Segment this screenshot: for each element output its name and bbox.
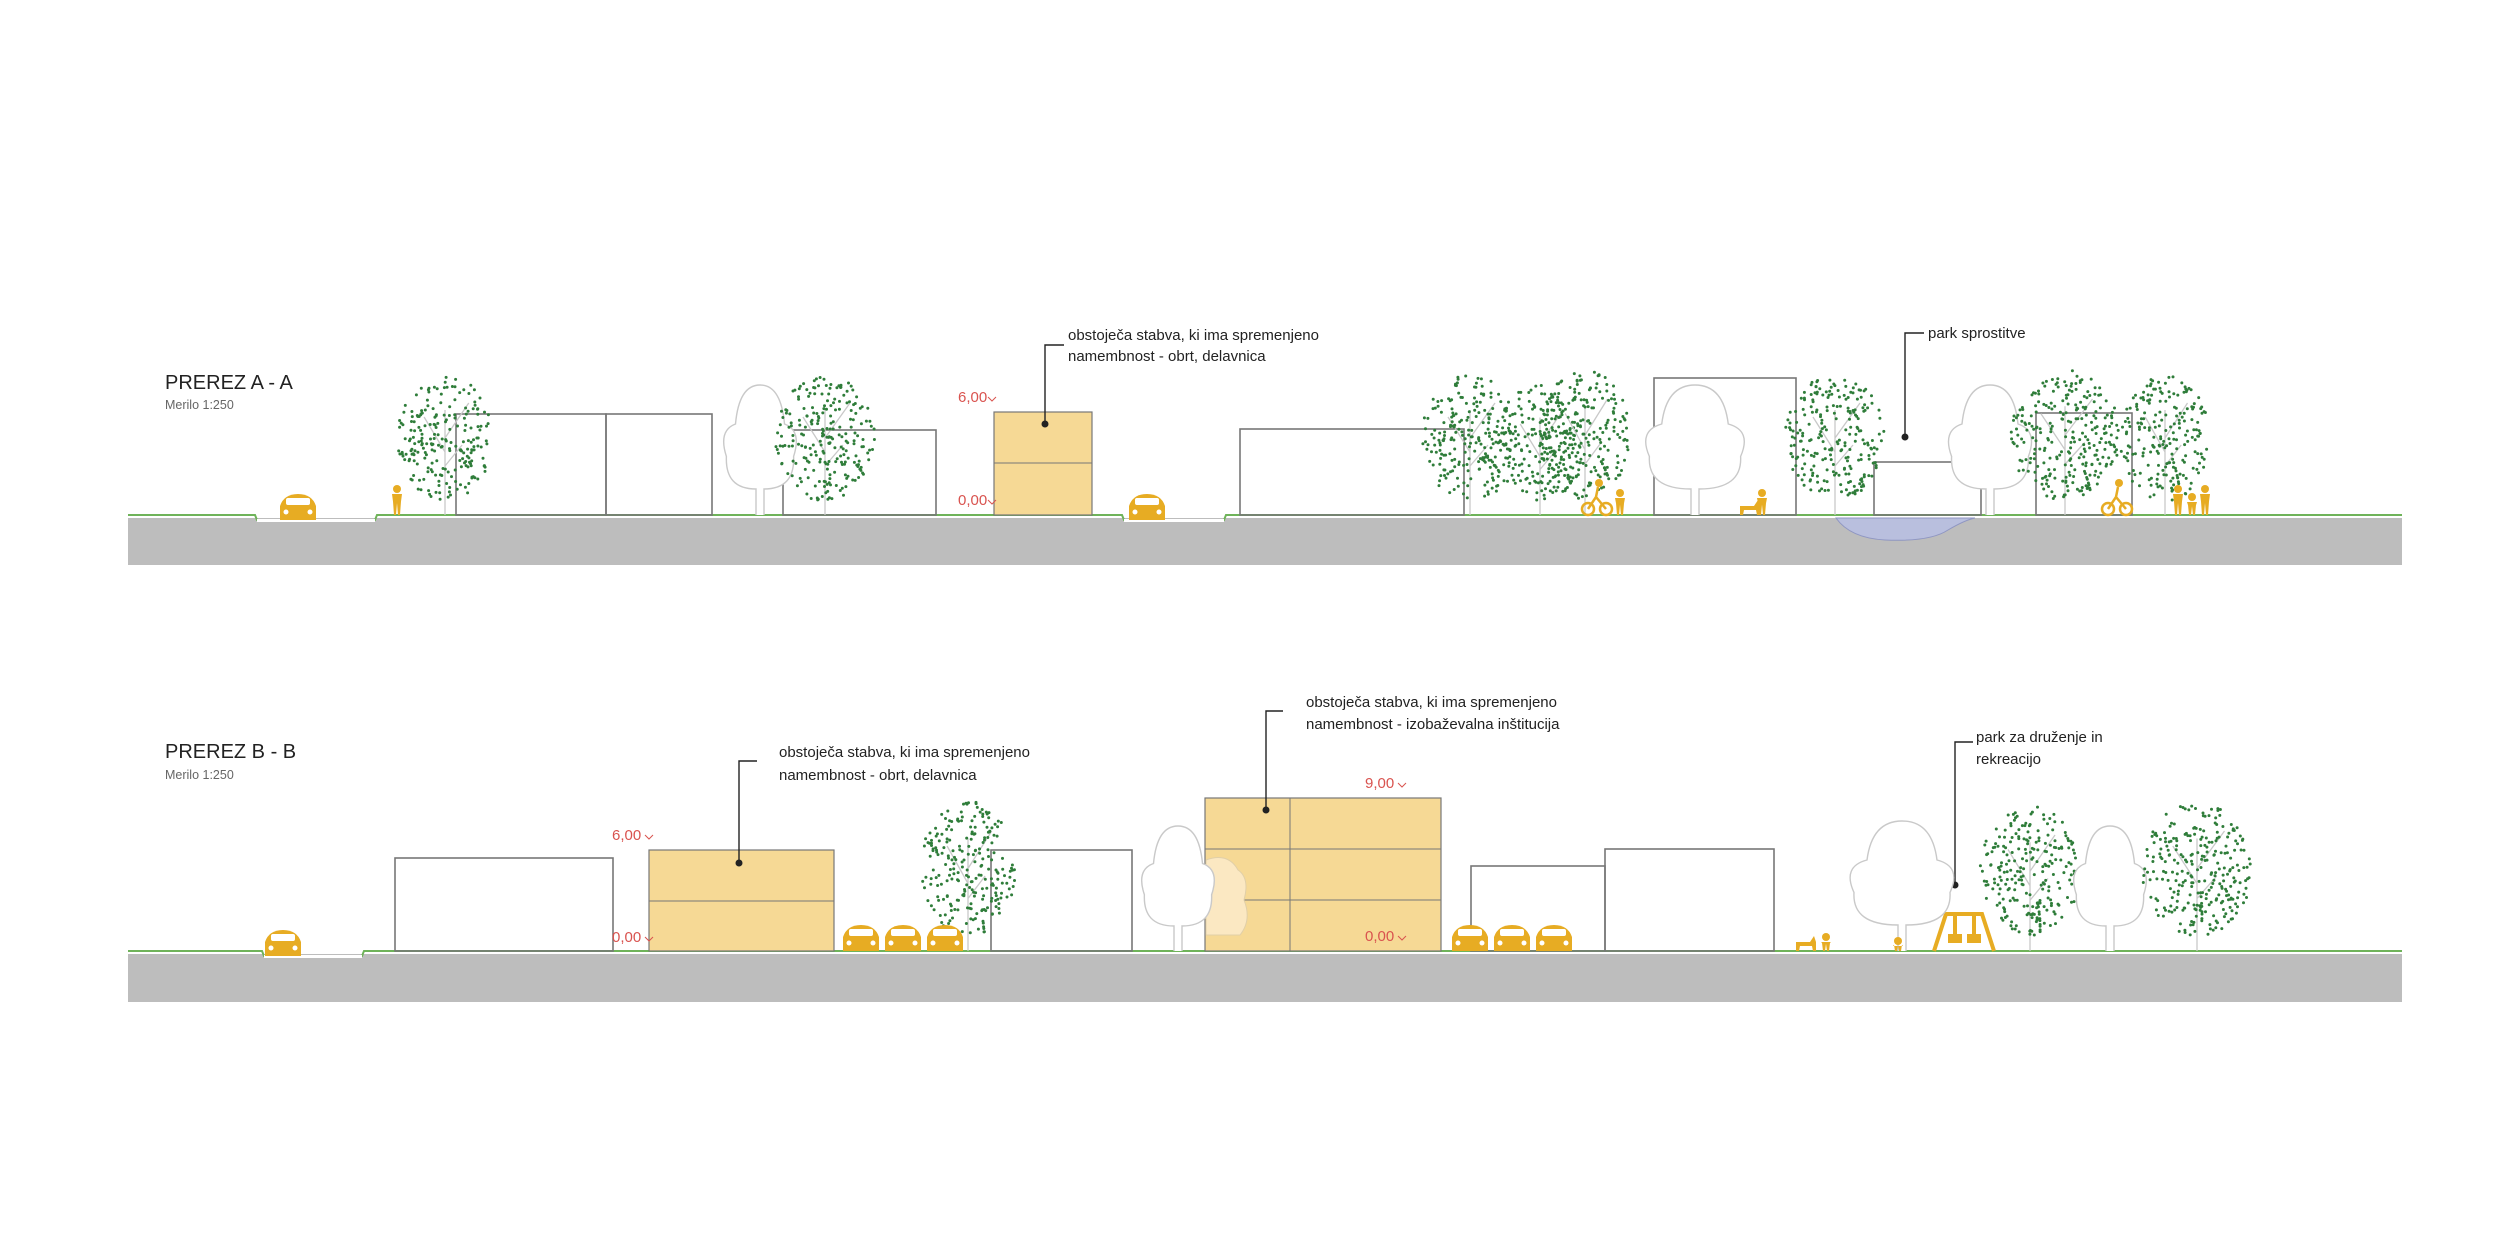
section-a-callout-building-dot <box>1041 420 1049 428</box>
section-a-trees <box>397 369 2209 515</box>
section-b-street-cut <box>264 955 362 958</box>
section-a-building-outline-4 <box>1239 428 1465 516</box>
section-a-building-outline-3 <box>782 429 937 516</box>
section-b-callout-building-1-line <box>738 760 757 863</box>
section-a-existing-building <box>993 411 1093 516</box>
tree-dotted <box>921 800 1016 951</box>
section-b-existing-building-2 <box>1204 797 1442 952</box>
section-a-note-building-2: namembnost - obrt, delavnica <box>1068 348 1266 365</box>
tree-outline <box>1849 820 1955 951</box>
car-icon <box>843 925 879 951</box>
section-a-ground <box>128 518 2402 565</box>
car-icon <box>885 925 921 951</box>
pedestrian-icon <box>1757 489 1767 515</box>
section-b-level-markers-1 <box>644 834 654 942</box>
tree-dotted <box>774 376 876 515</box>
section-a-level-markers <box>987 396 997 505</box>
section-b-callout-building-2-dot <box>1262 806 1270 814</box>
tree-dotted <box>2141 804 2252 951</box>
section-b-note-park-2: rekreacijo <box>1976 751 2041 768</box>
tree-dotted <box>1978 805 2077 951</box>
section-b-note-building-1-1: obstoječa stabva, ki ima spremenjeno <box>779 744 1030 761</box>
tree-outline <box>1645 384 1745 515</box>
tree-outline <box>2073 825 2147 951</box>
pedestrian-icon <box>2173 485 2183 515</box>
pedestrian-icon <box>2200 485 2210 515</box>
section-a-callout-park-line <box>1904 332 1924 437</box>
dog-icon <box>1740 500 1760 515</box>
section-b-swing-set <box>1932 912 1996 952</box>
tree-dotted <box>1784 378 1886 515</box>
section-b-figures <box>265 925 1903 956</box>
section-b-note-building-2-2: namembnost - izobaževalna inštitucija <box>1306 716 1560 733</box>
section-a-callout-park-dot <box>1901 433 1909 441</box>
section-b-title: PREREZ B - B <box>165 741 296 763</box>
car-icon <box>265 930 301 956</box>
section-b-level-top-1: 6,00 <box>612 827 641 844</box>
child-icon <box>1893 937 1903 951</box>
section-a-title: PREREZ A - A <box>165 372 293 394</box>
car-icon <box>1452 925 1488 951</box>
tree-dotted <box>2009 369 2120 515</box>
section-a-street-cut-1 <box>257 519 375 522</box>
tree-outline <box>723 384 797 515</box>
section-b-note-building-2-1: obstoječa stabva, ki ima spremenjeno <box>1306 694 1557 711</box>
section-b: PREREZ B - B Merilo 1:250 6,00 0,00 9,00 <box>128 694 2402 1002</box>
car-icon <box>280 494 316 520</box>
section-a-note-park: park sprostitve <box>1928 325 2026 342</box>
tree-dotted <box>1538 370 1630 515</box>
pedestrian-icon <box>392 485 402 515</box>
section-b-callout-building-1-dot <box>735 859 743 867</box>
child-icon <box>2187 493 2197 515</box>
section-b-note-park-1: park za druženje in <box>1976 729 2103 746</box>
section-a-scale: Merilo 1:250 <box>165 398 234 412</box>
section-b-building-outline-1 <box>394 857 614 952</box>
section-a-level-top: 6,00 <box>958 389 987 406</box>
tree-dotted <box>397 375 490 515</box>
section-a-building-outline-2 <box>605 413 713 516</box>
section-b-trees <box>921 800 2252 951</box>
section-b-level-markers-2 <box>1397 782 1407 941</box>
section-a-level-base: 0,00 <box>958 492 987 509</box>
pedestrian-icon <box>1615 489 1625 515</box>
car-icon <box>1536 925 1572 951</box>
tree-outline <box>1947 384 2033 515</box>
cyclist-icon <box>1580 479 1614 517</box>
car-icon <box>1129 494 1165 520</box>
section-a-ground-line <box>128 514 2402 521</box>
car-icon <box>1494 925 1530 951</box>
section-a-callout-building-line <box>1044 344 1064 424</box>
section-b-existing-building-1 <box>648 849 835 952</box>
section-a: PREREZ A - A Merilo 1:250 6,00 0,00 <box>128 325 2402 565</box>
section-b-callout-park-line <box>1954 741 1973 885</box>
section-b-building-outline-4 <box>1604 848 1775 952</box>
section-a-note-building-1: obstoječa stabva, ki ima spremenjeno <box>1068 327 1319 344</box>
section-b-scale: Merilo 1:250 <box>165 768 234 782</box>
car-icon <box>927 925 963 951</box>
tree-dotted <box>1421 374 1520 515</box>
tree-dotted <box>1494 384 1583 515</box>
section-a-building-outline-1 <box>455 413 607 516</box>
cyclist-icon <box>2100 479 2134 517</box>
section-b-level-base-2: 0,00 <box>1365 928 1394 945</box>
dog-icon <box>1796 936 1816 951</box>
section-a-building-outline-7 <box>2035 412 2133 516</box>
section-b-ground <box>128 954 2402 1002</box>
tree-dotted <box>2119 375 2209 515</box>
section-a-street-cut-2 <box>1124 519 1224 522</box>
section-b-level-top-2: 9,00 <box>1365 775 1394 792</box>
section-a-figures <box>280 479 2210 520</box>
section-b-note-building-1-2: namembnost - obrt, delavnica <box>779 767 977 784</box>
child-icon <box>1821 933 1831 951</box>
section-a-pond <box>1835 517 1976 541</box>
section-b-callout-building-2-line <box>1265 710 1283 810</box>
section-b-level-base-1: 0,00 <box>612 929 641 946</box>
tree-outline <box>1141 825 1215 951</box>
